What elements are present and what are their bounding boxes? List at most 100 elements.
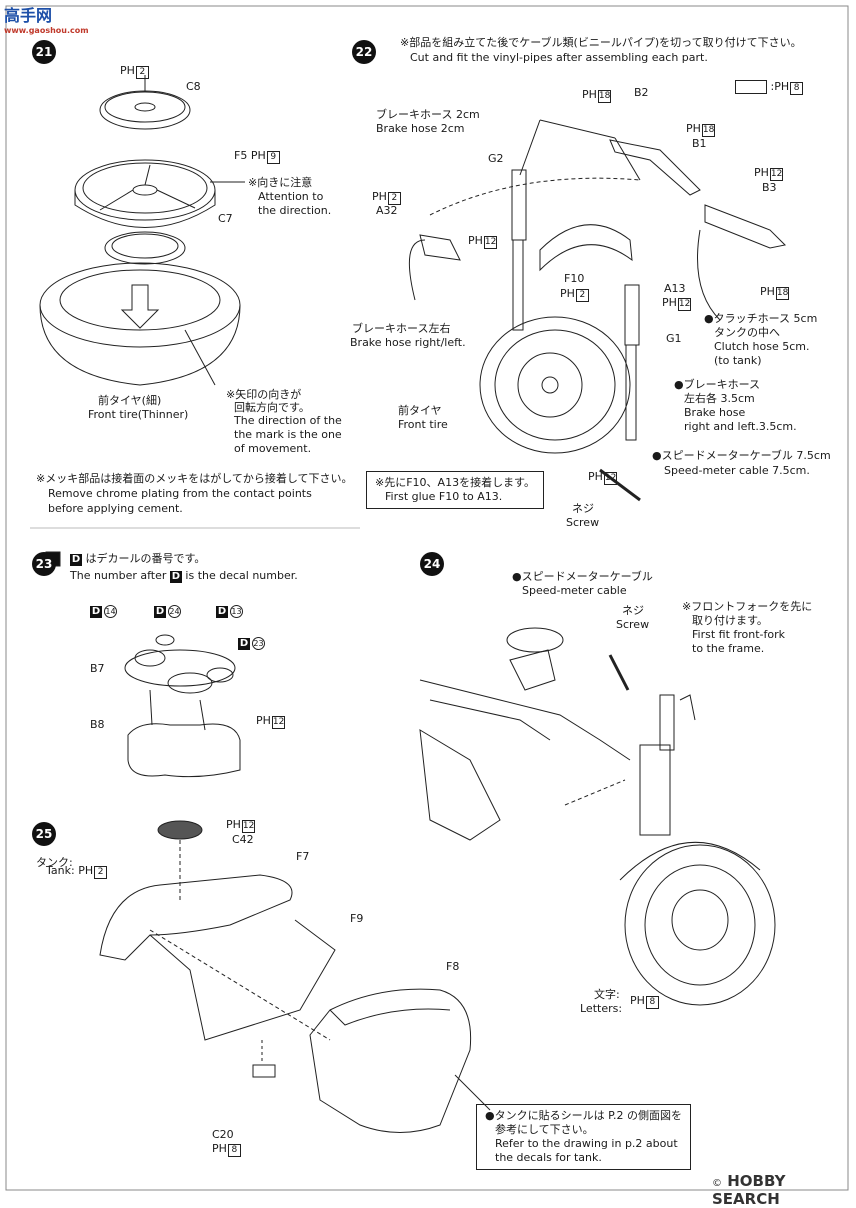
brake-hose-2cm-jp: ブレーキホース 2cm bbox=[376, 108, 480, 121]
tank-decal-note: ●タンクに貼るシールは P.2 の側面図を 参考にして下さい。 Refer to… bbox=[476, 1104, 692, 1170]
screw-22-en: Screw bbox=[566, 516, 600, 529]
decal-tag: D bbox=[90, 606, 102, 618]
decal-number: 13 bbox=[230, 605, 243, 618]
arrow-note-jp-2: 回転方向です。 bbox=[234, 401, 310, 414]
ph-prefix: PH bbox=[468, 234, 483, 247]
part-c8-label: C8 bbox=[186, 80, 201, 93]
ph-number: 2 bbox=[387, 192, 401, 205]
ph-number: 8 bbox=[645, 996, 659, 1009]
ph-number: 12 bbox=[677, 298, 691, 311]
ph-prefix: PH bbox=[582, 88, 597, 101]
step-23-badge: 23 bbox=[32, 552, 56, 576]
screw-24-en: Screw bbox=[616, 618, 650, 631]
step-22-badge: 22 bbox=[352, 40, 376, 64]
decal-tag: D bbox=[216, 606, 228, 618]
letters-jp: 文字: bbox=[594, 988, 620, 1001]
brake-hose-en-2: right and left.3.5cm. bbox=[684, 420, 797, 433]
ph-number: 2 bbox=[135, 66, 149, 79]
part-g2-label: G2 bbox=[488, 152, 504, 165]
ph-number: 8 bbox=[790, 82, 804, 95]
speedo-24-en: Speed-meter cable bbox=[522, 584, 627, 597]
brake-hose-jp-1: ●ブレーキホース bbox=[674, 378, 761, 391]
decal-tag: D bbox=[238, 638, 250, 650]
brake-lr-en: Brake hose right/left. bbox=[350, 336, 466, 349]
fork-note-jp-2: 取り付けます。 bbox=[692, 614, 768, 627]
ph-number: 18 bbox=[775, 287, 789, 300]
ph-number: 12 bbox=[769, 168, 783, 181]
ph-prefix: PH bbox=[78, 864, 94, 877]
part-b2-label: B2 bbox=[634, 86, 649, 99]
arrow-note-en-3: of movement. bbox=[234, 442, 312, 455]
clutch-hose-en-1: Clutch hose 5cm. bbox=[714, 340, 810, 353]
part-b3-label: B3 bbox=[762, 181, 777, 194]
part-c42-label: C42 bbox=[232, 833, 254, 846]
attention-jp: ※向きに注意 bbox=[248, 176, 313, 189]
tank-en: Tank: bbox=[46, 864, 75, 877]
part-c20-label: C20 bbox=[212, 1128, 234, 1141]
decal-note-en: The number after D is the decal number. bbox=[70, 569, 298, 583]
attention-en-1: Attention to bbox=[258, 190, 324, 203]
front-tire-en: Front tire(Thinner) bbox=[88, 408, 189, 421]
brake-lr-jp: ブレーキホース左右 bbox=[352, 322, 451, 335]
front-tire-22-jp: 前タイヤ bbox=[398, 404, 442, 417]
step-24-badge: 24 bbox=[420, 552, 444, 576]
ph-prefix: PH bbox=[774, 80, 790, 93]
ph-prefix: PH bbox=[372, 190, 387, 203]
ph-prefix: PH bbox=[754, 166, 769, 179]
ph-prefix: PH bbox=[686, 122, 701, 135]
watermark-top-url: www.gaoshou.com bbox=[4, 26, 89, 35]
part-a32-label: A32 bbox=[376, 204, 398, 217]
part-b8-label: B8 bbox=[90, 718, 105, 731]
decal-note-en-post: is the decal number. bbox=[185, 569, 298, 582]
ph-number: 18 bbox=[701, 124, 715, 137]
clutch-hose-en-2: (to tank) bbox=[714, 354, 762, 367]
legend-sep: : bbox=[770, 80, 775, 93]
ph-number: 18 bbox=[597, 90, 611, 103]
part-c7-label: C7 bbox=[218, 212, 233, 225]
ph-number: 2 bbox=[94, 866, 108, 879]
watermark-bottom-text: HOBBY SEARCH bbox=[712, 1172, 786, 1208]
ph-number: 12 bbox=[483, 236, 497, 249]
ph-prefix: PH bbox=[662, 296, 677, 309]
ph-number: 12 bbox=[271, 716, 285, 729]
fork-note-jp-1: ※フロントフォークを先に bbox=[682, 600, 813, 613]
decal-note-jp-text: はデカールの番号です。 bbox=[85, 552, 206, 565]
part-f9-label: F9 bbox=[350, 912, 364, 925]
glue-note-en: First glue F10 to A13. bbox=[385, 490, 503, 503]
decal-number: 24 bbox=[168, 605, 181, 618]
legend-swatch bbox=[735, 80, 767, 94]
tank-decal-en-1: Refer to the drawing in p.2 about bbox=[495, 1137, 678, 1150]
front-tire-jp: 前タイヤ(細) bbox=[98, 394, 162, 407]
part-f5: F5 bbox=[234, 149, 248, 162]
watermark-top-cn: 高手网 bbox=[4, 6, 53, 25]
tank-decal-en-2: the decals for tank. bbox=[495, 1151, 602, 1164]
decal-number: 23 bbox=[252, 637, 265, 650]
screw-24-jp: ネジ bbox=[622, 604, 644, 617]
glue-note-box: ※先にF10、A13を接着します。 First glue F10 to A13. bbox=[366, 471, 544, 509]
ph-prefix: PH bbox=[760, 285, 775, 298]
tank-decal-jp-2: 参考にして下さい。 bbox=[495, 1123, 594, 1136]
attention-en-2: the direction. bbox=[258, 204, 332, 217]
part-b1-label: B1 bbox=[692, 137, 707, 150]
speedo-24-jp: ●スピードメーターケーブル bbox=[512, 570, 653, 583]
part-f7-label: F7 bbox=[296, 850, 310, 863]
part-f8-label: F8 bbox=[446, 960, 460, 973]
brake-hose-en-1: Brake hose bbox=[684, 406, 746, 419]
arrow-note-jp-1: ※矢印の向きが bbox=[226, 388, 302, 401]
clutch-hose-jp-1: ●クラッチホース 5cm bbox=[704, 312, 818, 325]
